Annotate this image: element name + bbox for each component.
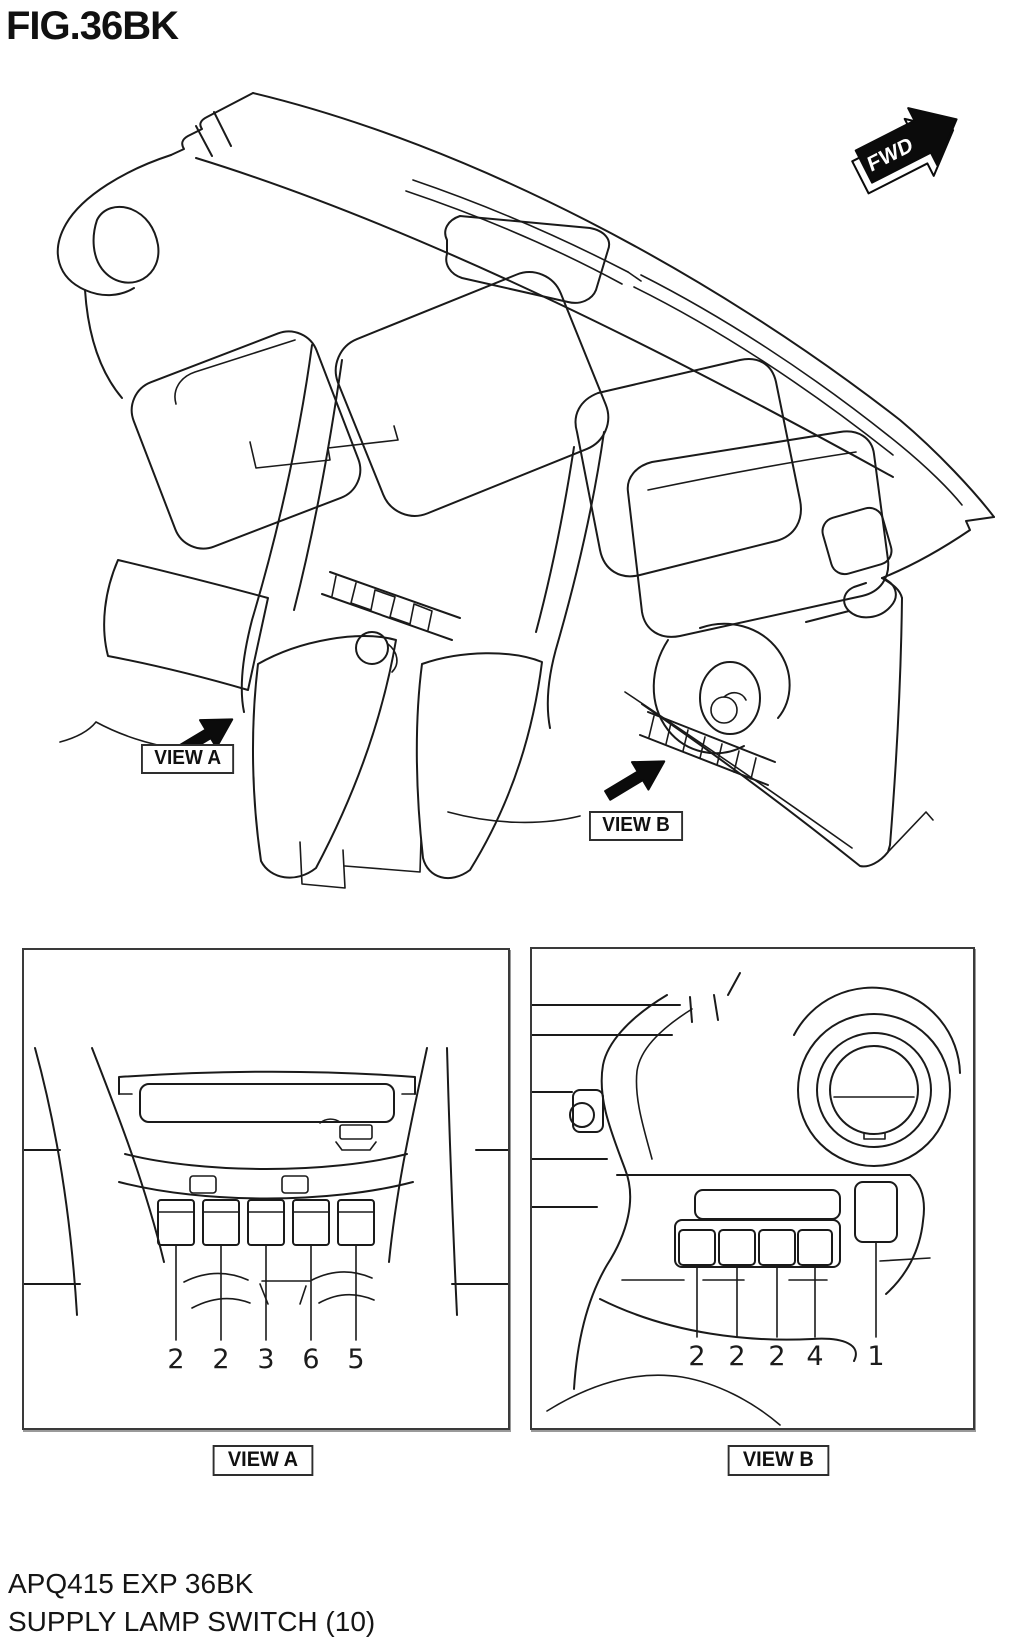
part-number: 1	[867, 1341, 884, 1372]
part-number: 2	[768, 1341, 785, 1372]
view-b-caption: VIEW B	[727, 1445, 830, 1476]
view-a-detail-drawing: 2 2 3 6 5	[24, 1047, 508, 1375]
view-b-arrow-icon	[604, 760, 666, 801]
view-a-detail-box: 2 2 3 6 5	[22, 948, 510, 1430]
view-b-callout-label: VIEW B	[589, 811, 684, 841]
dashboard-illustration: FWD	[56, 92, 995, 889]
part-number: 3	[257, 1344, 274, 1375]
part-number: 5	[347, 1344, 364, 1375]
view-b-detail-drawing: 2 2 2 4 1	[532, 972, 961, 1426]
figure-title: FIG.36BK	[6, 4, 179, 48]
fwd-badge: FWD	[851, 107, 958, 195]
part-number: 2	[167, 1344, 184, 1375]
part-number: 2	[728, 1341, 745, 1372]
part-number: 2	[688, 1341, 705, 1372]
footer-part-title: SUPPLY LAMP SWITCH (10)	[8, 1606, 376, 1637]
part-number: 2	[212, 1344, 229, 1375]
view-a-callout-label: VIEW A	[141, 744, 235, 774]
part-number: 6	[302, 1344, 319, 1375]
part-number: 4	[806, 1341, 823, 1372]
view-b-detail-box: 2 2 2 4 1	[530, 947, 975, 1430]
view-a-caption: VIEW A	[212, 1445, 314, 1476]
footer-part-code: APQ415 EXP 36BK	[8, 1568, 254, 1599]
